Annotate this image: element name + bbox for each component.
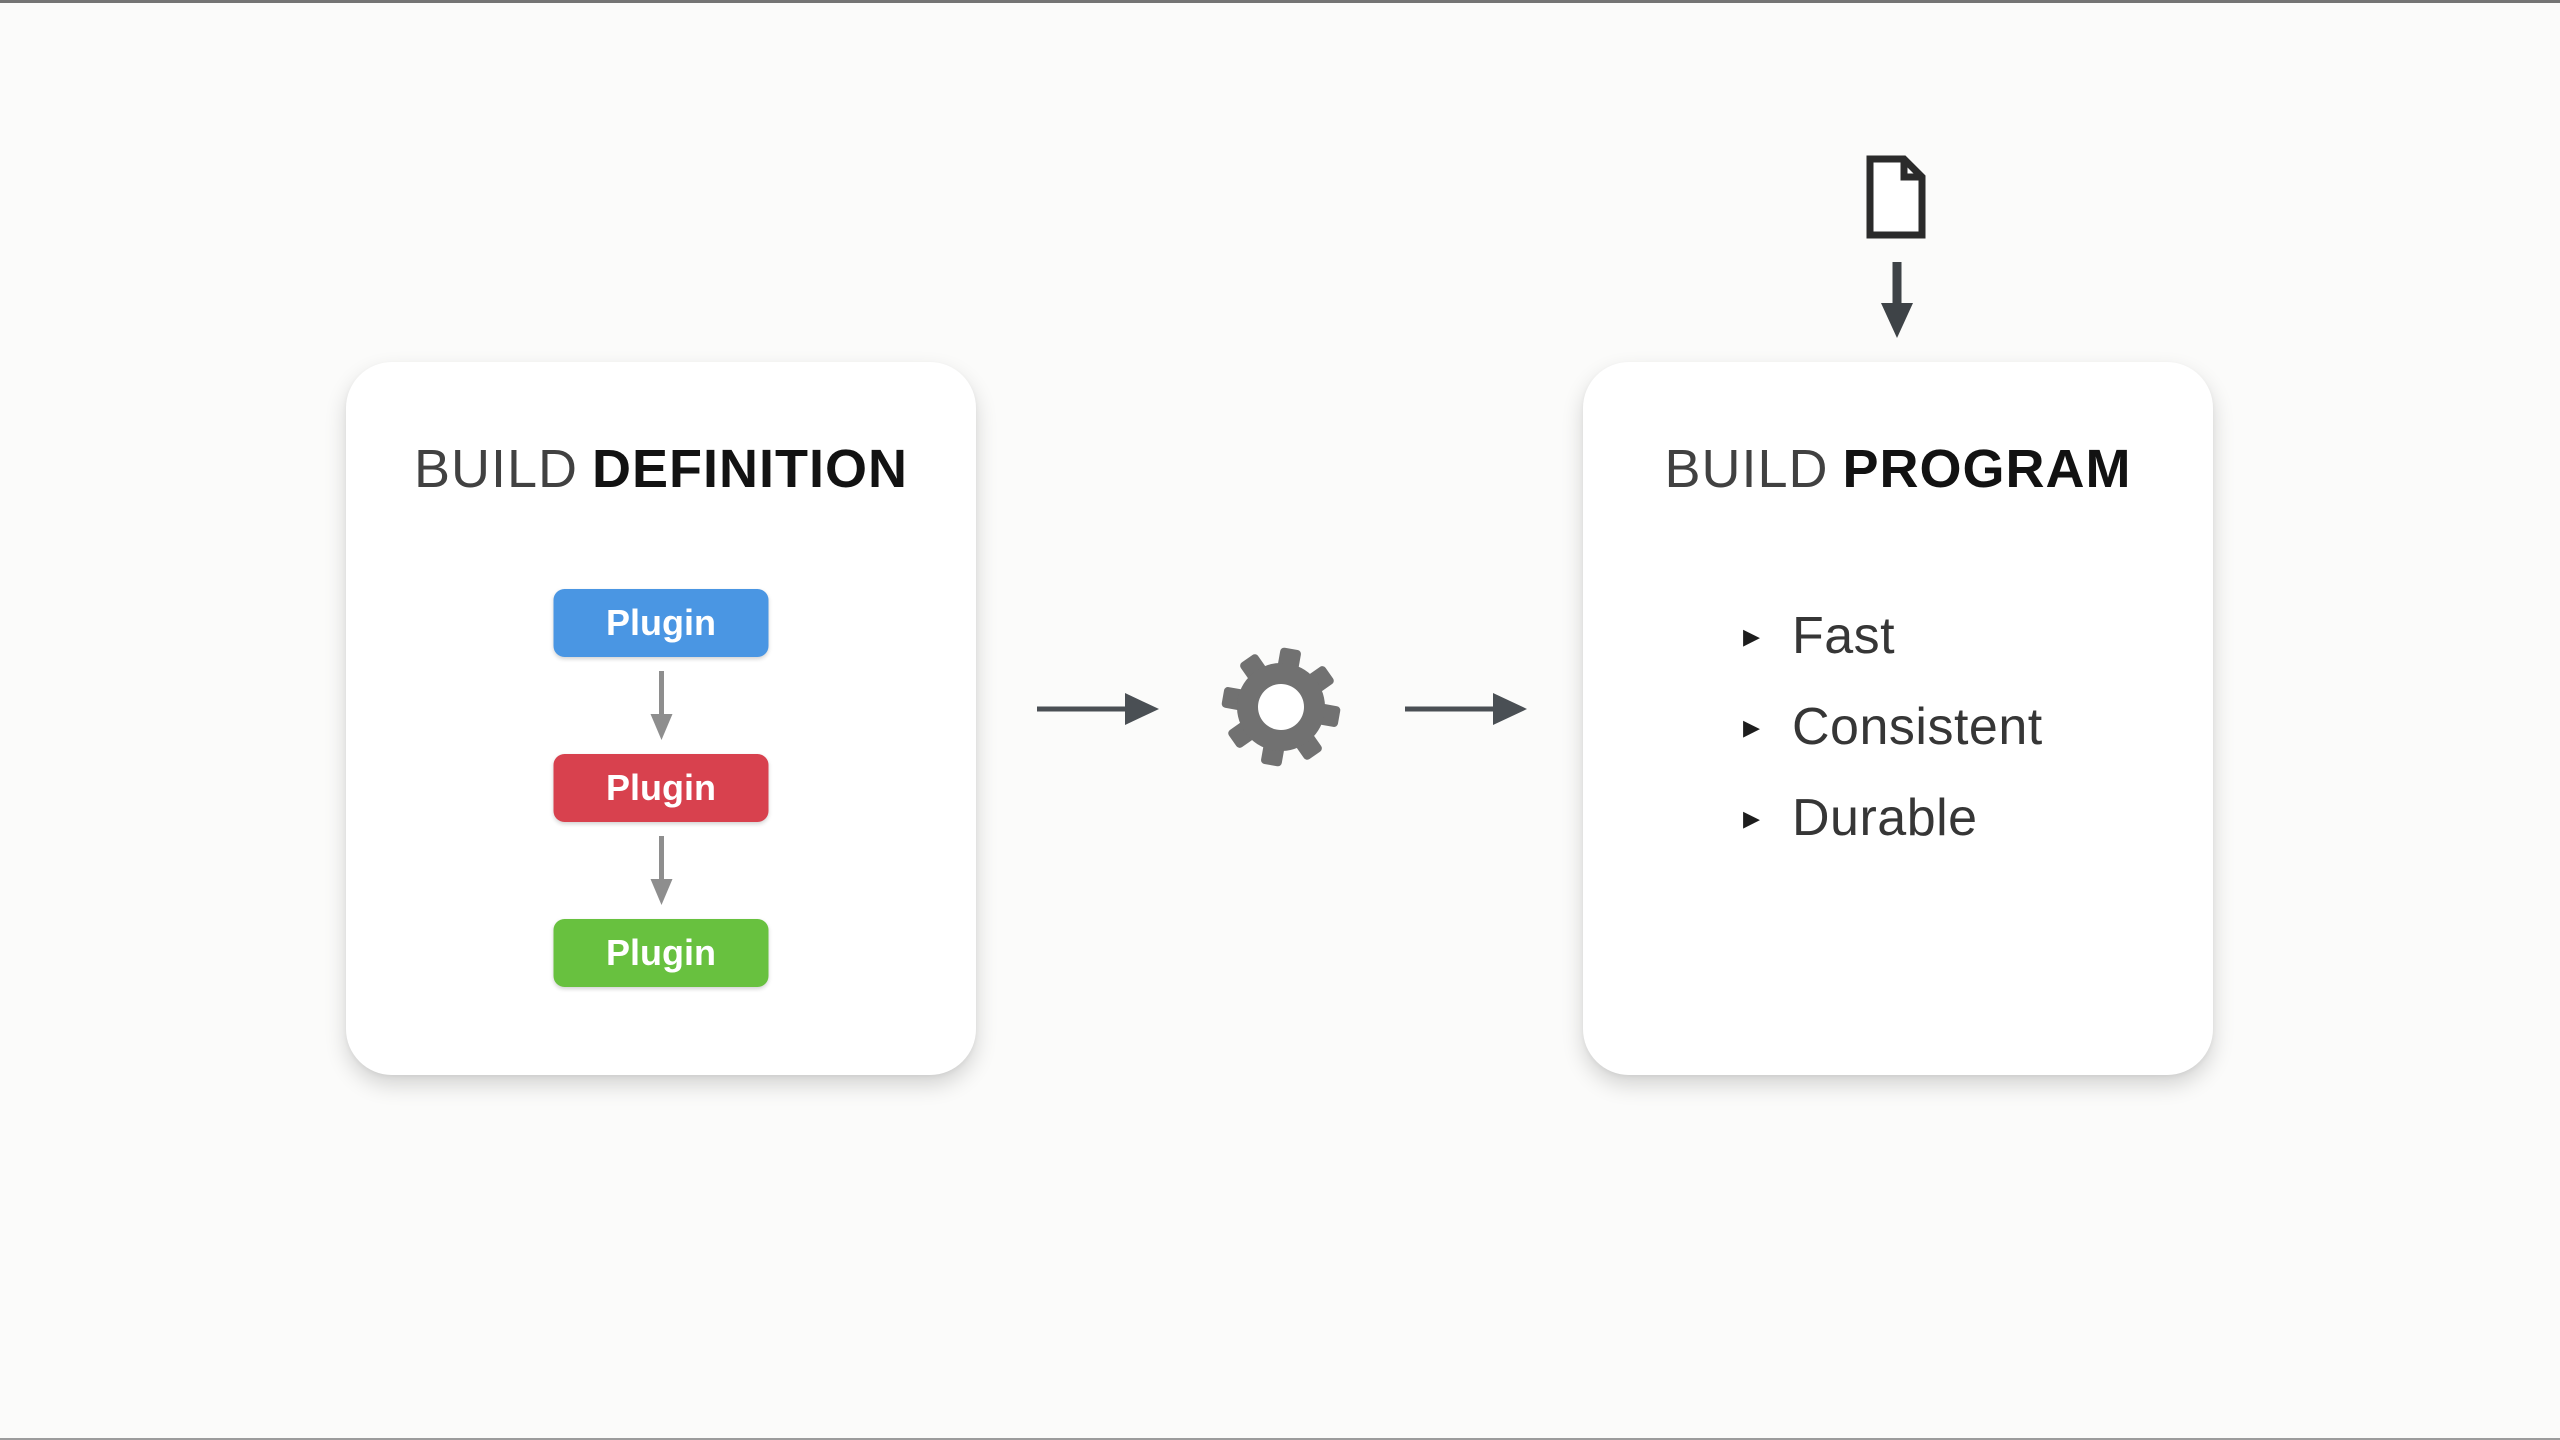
program-feature-list: ▸ Fast ▸ Consistent ▸ Durable — [1743, 590, 2183, 863]
document-icon — [1866, 155, 1926, 239]
plugin-button-green: Plugin — [553, 919, 769, 987]
arrow-right-icon — [1037, 693, 1159, 725]
plugin-pipeline: Plugin Plugin Plugin — [553, 589, 769, 987]
arrow-down-icon — [1881, 262, 1913, 338]
feature-label-durable: Durable — [1792, 788, 1978, 847]
gear-icon — [1221, 647, 1341, 767]
title-word-program: PROGRAM — [1842, 439, 2132, 499]
arrow-right-icon — [1405, 693, 1527, 725]
triangle-bullet-icon: ▸ — [1743, 615, 1761, 656]
plugin-button-blue: Plugin — [553, 589, 769, 657]
title-word-build: BUILD — [413, 439, 579, 499]
list-item: ▸ Durable — [1743, 772, 2183, 863]
title-word-definition: DEFINITION — [592, 439, 909, 499]
triangle-bullet-icon: ▸ — [1743, 706, 1761, 747]
arrow-down-icon — [650, 836, 672, 905]
feature-label-fast: Fast — [1792, 606, 1896, 665]
top-frame-line — [0, 0, 2560, 3]
bottom-frame-line — [0, 1438, 2560, 1440]
arrow-down-icon — [650, 671, 672, 740]
list-item: ▸ Consistent — [1743, 681, 2183, 772]
list-item: ▸ Fast — [1743, 590, 2183, 681]
feature-label-consistent: Consistent — [1792, 697, 2043, 756]
triangle-bullet-icon: ▸ — [1743, 797, 1761, 838]
title-word-build: BUILD — [1664, 439, 1829, 499]
plugin-button-red: Plugin — [553, 754, 769, 822]
